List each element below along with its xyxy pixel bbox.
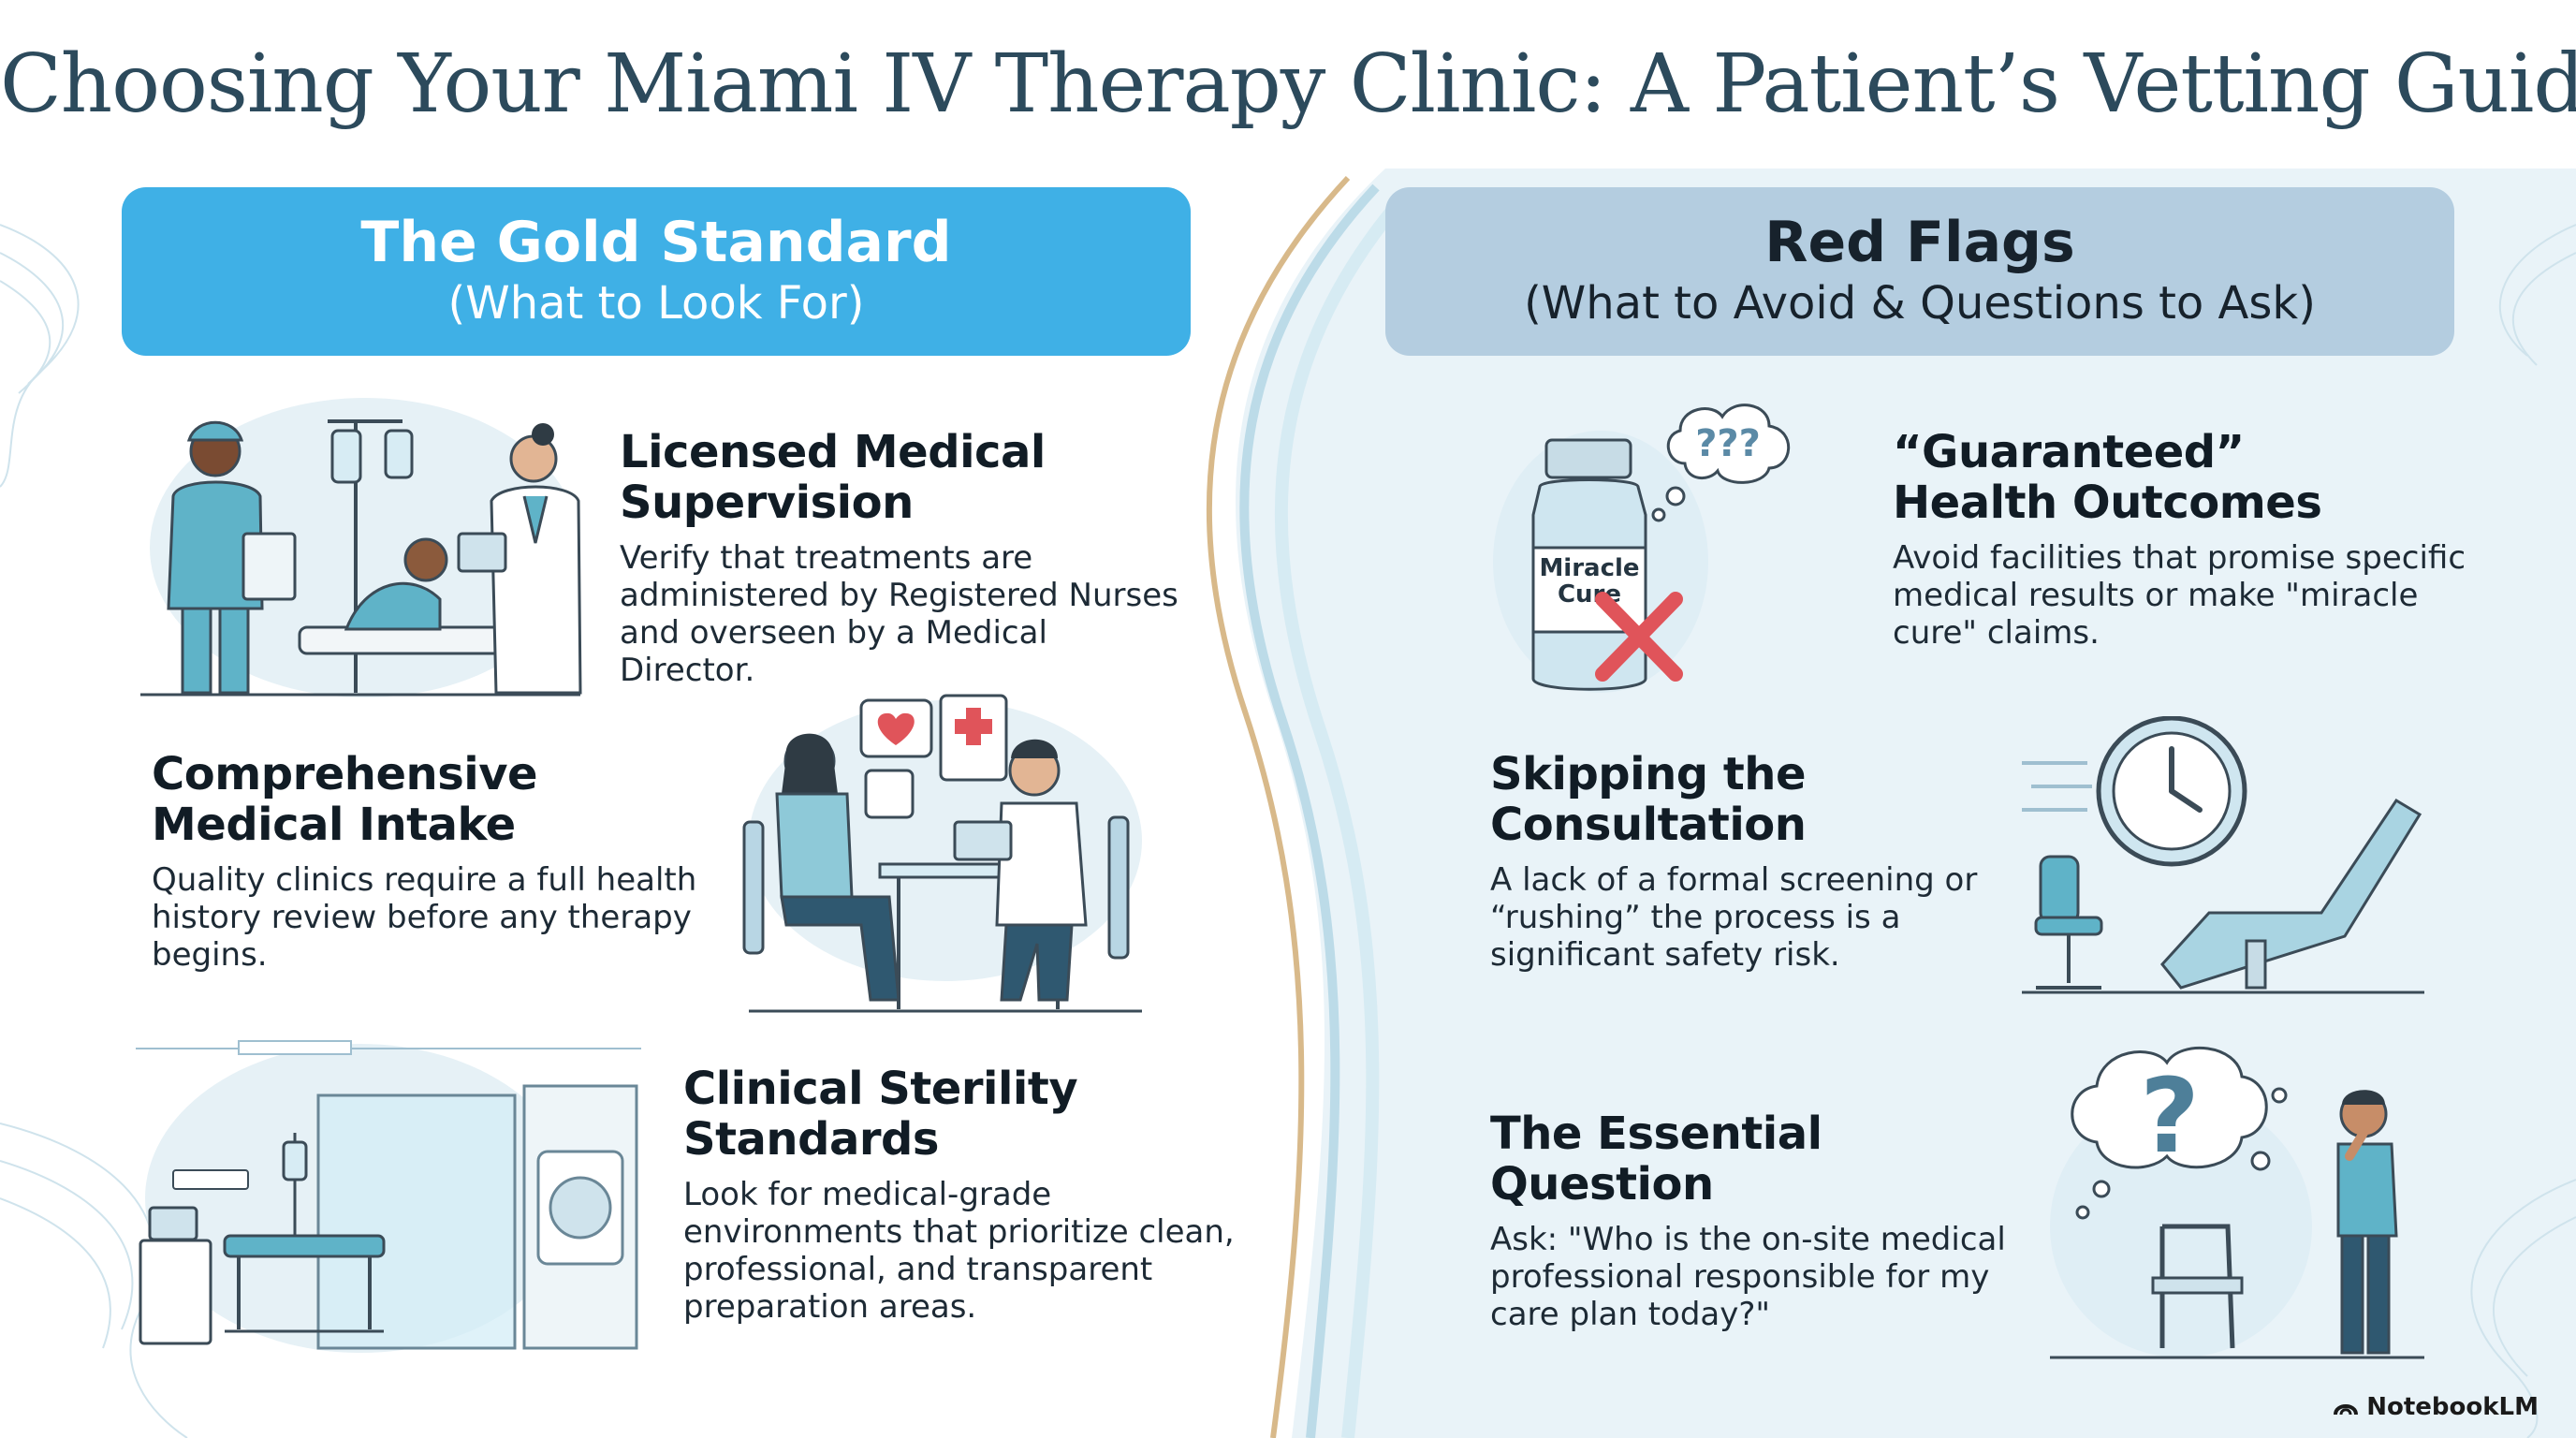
thinking-person-illustration: ? <box>2050 1046 2424 1359</box>
item-skipping-consultation: Skipping the Consultation A lack of a fo… <box>1490 749 2014 974</box>
clean-clinic-room-illustration <box>136 1040 641 1353</box>
page-title: Choosing Your Miami IV Therapy Clinic: A… <box>0 37 2576 131</box>
clock-and-chair-illustration <box>2022 716 2424 994</box>
red-flags-heading: Red Flags <box>1764 210 2075 275</box>
item-title: Licensed Medical Supervision <box>620 426 1046 529</box>
item-body: Look for medical-grade environments that… <box>683 1176 1235 1326</box>
bottle-label-line1: Miracle <box>1539 554 1639 582</box>
item-body: Ask: "Who is the on-site medical profess… <box>1490 1221 2006 1333</box>
notebooklm-brand: NotebookLM <box>2333 1393 2539 1421</box>
medical-staff-illustration <box>140 398 582 697</box>
treatment-chair-icon <box>2160 798 2422 990</box>
gold-standard-banner: The Gold Standard (What to Look For) <box>122 187 1191 356</box>
bottle-icon: Miracle Cure <box>1531 438 1647 691</box>
item-body: Verify that treatments are administered … <box>620 539 1178 689</box>
item-sterility-standards: Clinical Sterility Standards Look for me… <box>683 1064 1245 1326</box>
notebooklm-logo-icon <box>2334 1404 2359 1416</box>
item-body: A lack of a formal screening or “rushing… <box>1490 861 1978 974</box>
item-licensed-supervision: Licensed Medical Supervision Verify that… <box>620 427 1181 689</box>
item-title: The Essential Question <box>1490 1108 1822 1211</box>
waiting-chair-icon <box>2034 855 2103 990</box>
item-body: Quality clinics require a full health hi… <box>152 861 697 974</box>
question-mark-text: ? <box>2140 1056 2200 1176</box>
person-icon <box>2336 1090 2398 1355</box>
miracle-cure-bottle-illustration: ??? Miracle Cure <box>1493 404 1791 693</box>
red-flags-banner: Red Flags (What to Avoid & Questions to … <box>1385 187 2454 356</box>
item-guaranteed-outcomes: “Guaranteed” Health Outcomes Avoid facil… <box>1893 427 2473 652</box>
item-body: Avoid facilities that promise specific m… <box>1893 539 2466 652</box>
question-cloud-icon: ? <box>2071 1046 2288 1220</box>
question-marks-text: ??? <box>1695 422 1761 465</box>
item-title: “Guaranteed” Health Outcomes <box>1893 426 2322 529</box>
red-x-icon <box>1595 592 1683 682</box>
gold-standard-heading: The Gold Standard <box>360 210 952 275</box>
item-title: Comprehensive Medical Intake <box>152 748 538 851</box>
gold-standard-subheading: (What to Look For) <box>447 277 865 330</box>
item-title: Clinical Sterility Standards <box>683 1063 1078 1166</box>
consultation-illustration <box>742 694 1142 1013</box>
red-flags-subheading: (What to Avoid & Questions to Ask) <box>1524 277 2316 330</box>
thought-bubble-icon: ??? <box>1651 404 1791 522</box>
brand-label: NotebookLM <box>2366 1393 2539 1421</box>
item-essential-question: The Essential Question Ask: "Who is the … <box>1490 1108 2014 1333</box>
item-medical-intake: Comprehensive Medical Intake Quality cli… <box>152 749 713 974</box>
empty-chair-icon <box>2151 1224 2244 1349</box>
item-title: Skipping the Consultation <box>1490 748 1807 851</box>
clock-icon <box>2022 716 2247 867</box>
